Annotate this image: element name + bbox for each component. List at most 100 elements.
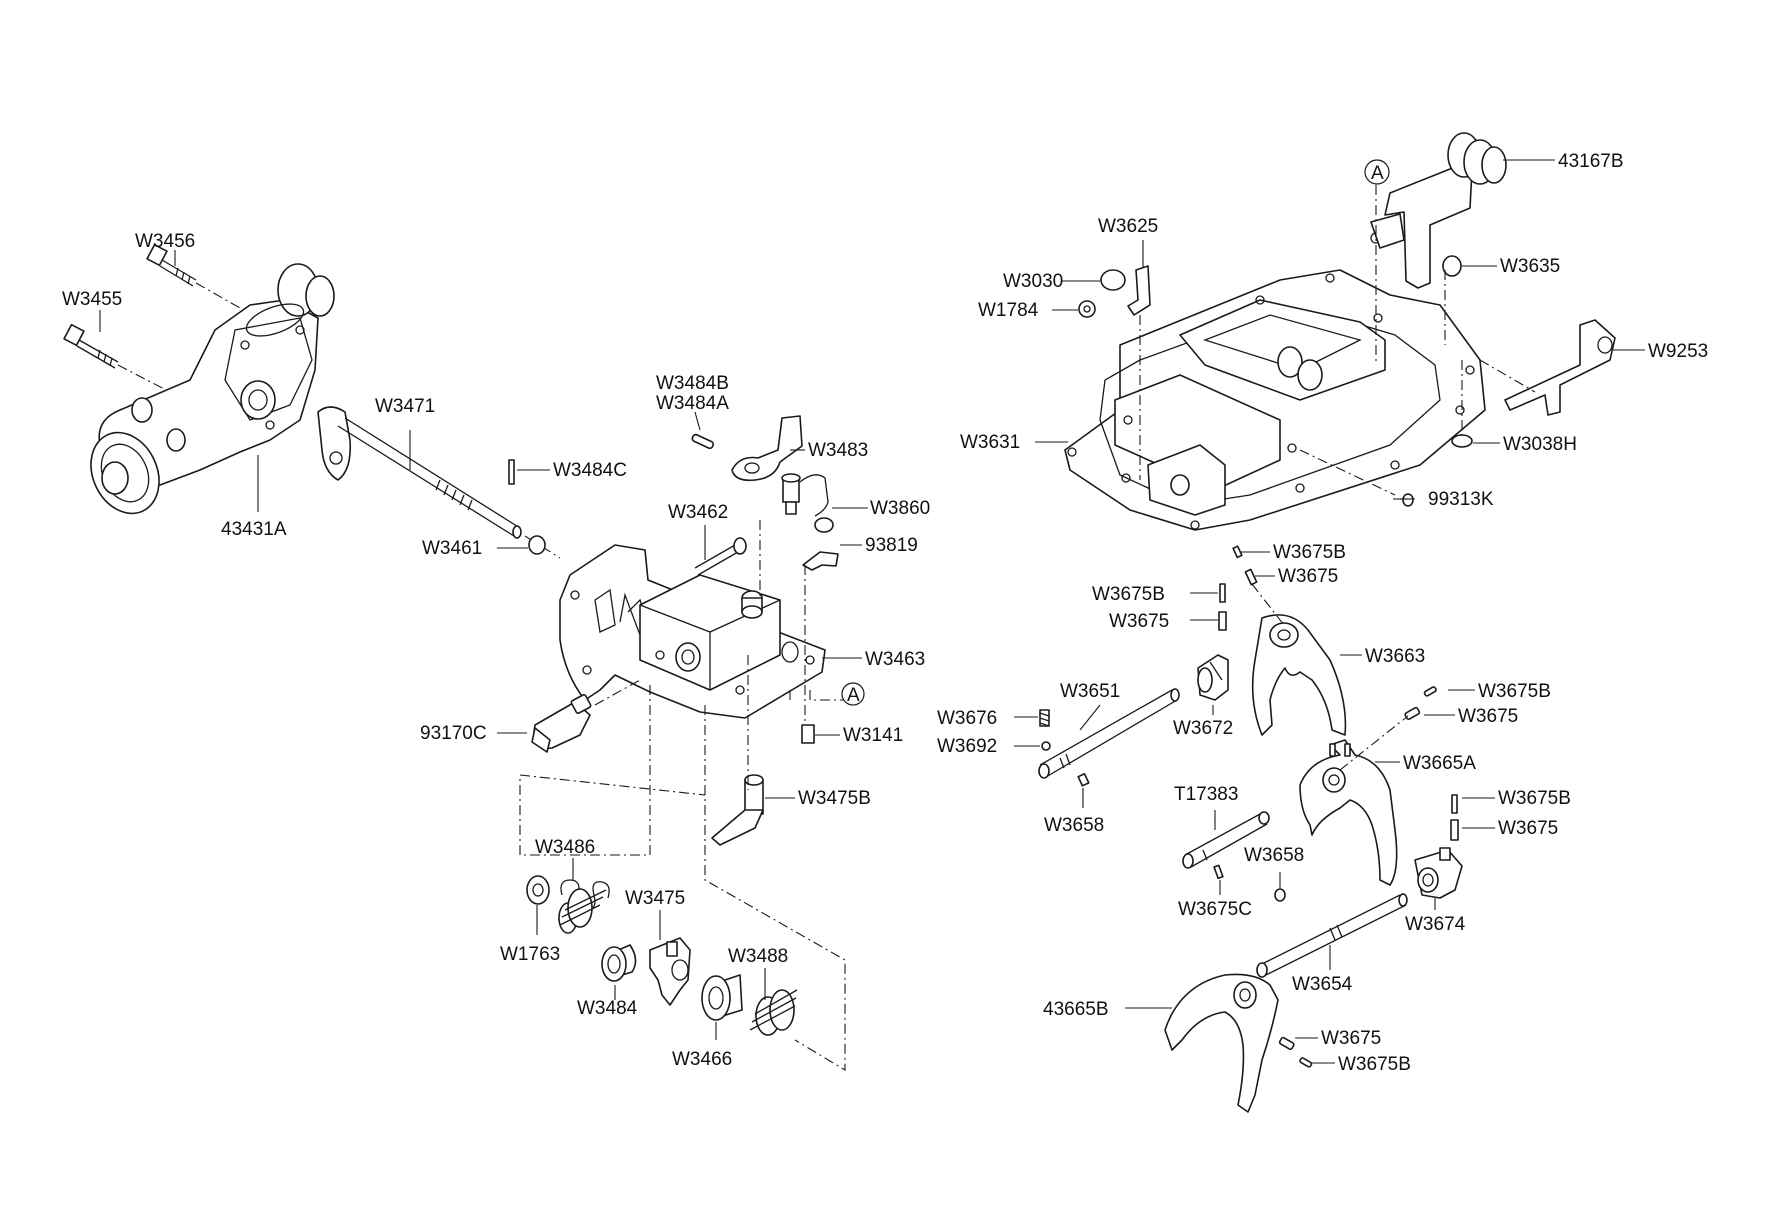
label-w3486: W3486 (535, 837, 595, 858)
label-a-right: A (1371, 163, 1384, 184)
bushing-w3466 (701, 974, 743, 1021)
ball-w3658-2 (1274, 888, 1286, 902)
label-w3663: W3663 (1365, 646, 1425, 667)
label-93170c: 93170C (420, 723, 487, 744)
bushing-w3030 (1100, 269, 1126, 291)
bracket-93819 (802, 551, 839, 571)
mount-bracket-43167b (1370, 132, 1507, 289)
label-w3658-1: W3658 (1044, 815, 1104, 836)
bolt-w3456 (146, 243, 241, 309)
spring-w3676 (1039, 709, 1050, 727)
label-w3675b-4: W3675B (1498, 788, 1571, 809)
block-w3674 (1414, 847, 1463, 899)
spring-w3488 (749, 989, 798, 1036)
label-w3456: W3456 (135, 231, 195, 252)
spring-w3486-coils (559, 889, 607, 926)
shift-fork-43665b (1164, 973, 1279, 1113)
lever-w3475b (711, 774, 764, 846)
sensor-93170c (531, 679, 641, 753)
bolt-w3455 (63, 323, 171, 393)
pin-w3141 (801, 724, 815, 744)
shift-rail-w3651 (1038, 688, 1180, 779)
label-99313k: 99313K (1428, 489, 1494, 510)
shift-fork-w3663 (1251, 614, 1347, 736)
pin-w3675-3 (1404, 706, 1421, 721)
shift-shaft-w3471 (317, 406, 561, 559)
plug-w3635 (1442, 255, 1462, 277)
label-w3675-5: W3675 (1321, 1028, 1381, 1049)
leader-lines (99, 159, 1645, 1064)
label-w3651: W3651 (1060, 681, 1120, 702)
label-w3475: W3475 (625, 888, 685, 909)
transmission-top-cover-w3631 (1064, 269, 1486, 531)
pin-w3675b-2 (1219, 583, 1226, 603)
label-w3675b-2: W3675B (1092, 584, 1165, 605)
label-w3676: W3676 (937, 708, 997, 729)
label-w3488: W3488 (728, 946, 788, 967)
label-w3675-3: W3675 (1458, 706, 1518, 727)
washer-w1763 (526, 875, 550, 905)
label-w3462: W3462 (668, 502, 728, 523)
o-ring-w3461 (528, 535, 546, 555)
label-w3692: W3692 (937, 736, 997, 757)
label-w3658-2: W3658 (1244, 845, 1304, 866)
label-w3471: W3471 (375, 396, 435, 417)
label-w3030: W3030 (1003, 271, 1063, 292)
label-43665b: 43665B (1043, 999, 1109, 1020)
label-w3038h: W3038H (1503, 434, 1577, 455)
pin-w3484b (691, 433, 715, 450)
label-w3484: W3484 (577, 998, 638, 1019)
label-w3675-4: W3675 (1498, 818, 1558, 839)
label-43167b: 43167B (1558, 151, 1624, 172)
reference-marker-a-left (841, 682, 865, 706)
label-w3675c: W3675C (1178, 899, 1252, 920)
label-w3675b-5: W3675B (1338, 1054, 1411, 1075)
callout-labels: W3456 W3455 43431A W3471 W3484C W3461 W3… (62, 151, 1708, 1075)
label-w1763: W1763 (500, 944, 560, 965)
shift-rail-w3654 (1256, 893, 1408, 978)
label-w3674: W3674 (1405, 914, 1466, 935)
bracket-w3625 (1127, 265, 1151, 316)
label-w3461: W3461 (422, 538, 482, 559)
control-housing-43431a (90, 263, 335, 515)
bolt-w3462 (694, 537, 747, 576)
label-w3466: W3466 (672, 1049, 732, 1070)
bracket-w9253 (1504, 319, 1616, 416)
label-w3675b-1: W3675B (1273, 542, 1346, 563)
switch-w3860 (781, 473, 834, 533)
o-ring-w3038h (1451, 434, 1473, 448)
block-w3672 (1197, 654, 1229, 701)
label-w3665a: W3665A (1403, 753, 1476, 774)
pin-w3675b-5 (1299, 1057, 1313, 1068)
label-w3475b: W3475B (798, 788, 871, 809)
shift-cover-w3463 (559, 544, 826, 719)
label-w3675b-3: W3675B (1478, 681, 1551, 702)
label-w3631: W3631 (960, 432, 1020, 453)
bushing-w3484 (601, 944, 637, 982)
label-43431a: 43431A (221, 519, 287, 540)
label-w1784: W1784 (978, 300, 1039, 321)
label-w3635: W3635 (1500, 256, 1560, 277)
label-w3483: W3483 (808, 440, 868, 461)
label-w3463: W3463 (865, 649, 925, 670)
ball-w3692 (1041, 741, 1051, 751)
label-w3860: W3860 (870, 498, 930, 519)
label-w3484b: W3484B (656, 373, 729, 394)
pin-w3675b-3 (1423, 686, 1437, 697)
label-w3484a: W3484A (656, 393, 729, 414)
nut-w1784 (1078, 300, 1096, 318)
label-t17383: T17383 (1174, 784, 1238, 805)
pin-w3675-2 (1218, 611, 1227, 631)
shift-fork-w3665a (1299, 739, 1398, 886)
label-w3672: W3672 (1173, 718, 1233, 739)
label-w3455: W3455 (62, 289, 122, 310)
label-w3675-2: W3675 (1109, 611, 1169, 632)
reference-marker-a-right (1364, 159, 1390, 185)
label-w3484c: W3484C (553, 460, 627, 481)
label-w3675-1: W3675 (1278, 566, 1338, 587)
shift-rail-t17383 (1182, 811, 1270, 869)
pin-w3675c (1213, 864, 1224, 880)
label-w9253: W9253 (1648, 341, 1708, 362)
pin-w3675-1 (1244, 568, 1258, 586)
